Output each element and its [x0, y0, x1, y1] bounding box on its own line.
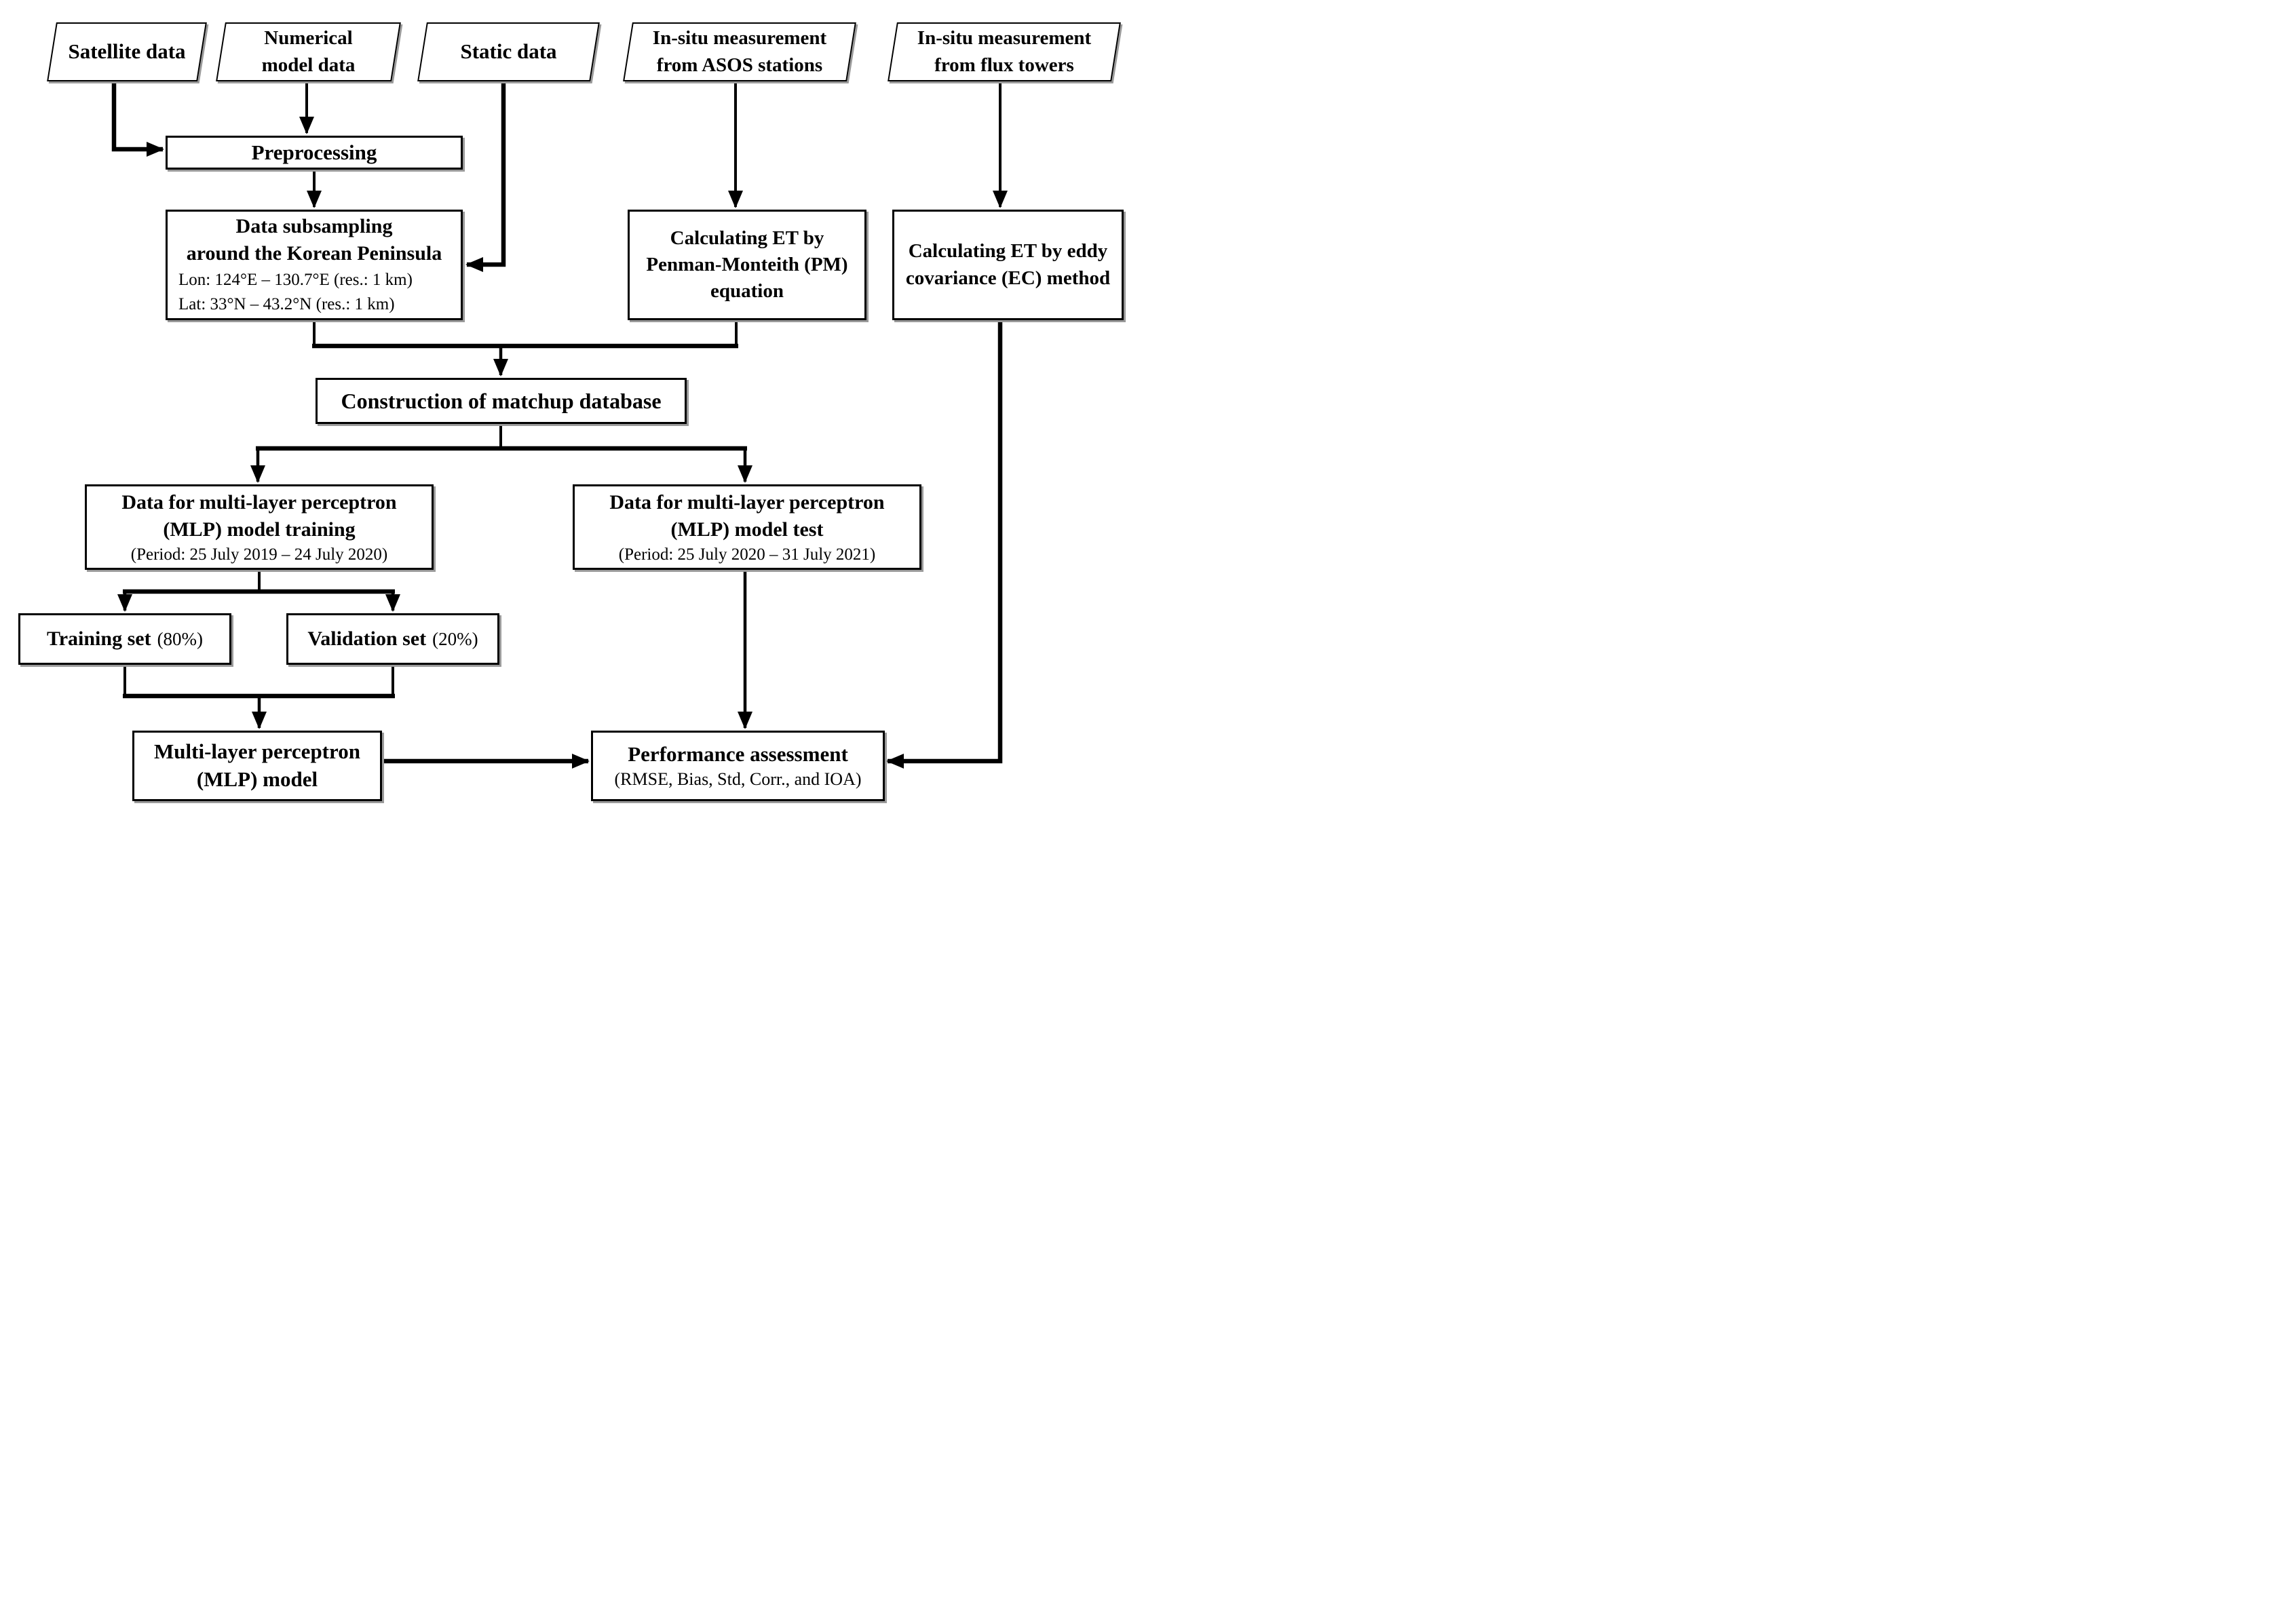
subsampling-title-line2: around the Korean Peninsula	[186, 242, 442, 265]
flux-label-line2: from flux towers	[934, 54, 1074, 76]
numerical-model-label-line1: Numerical	[264, 27, 353, 50]
satellite-data-label: Satellite data	[68, 39, 186, 64]
mlp-test-data-period: (Period: 25 July 2020 – 31 July 2021)	[618, 545, 876, 564]
node-asos-measurement: In-situ measurement from ASOS stations	[623, 22, 856, 81]
flux-label-line1: In-situ measurement	[917, 27, 1092, 50]
matchup-label: Construction of matchup database	[341, 388, 662, 413]
node-pm-equation: Calculating ET by Penman-Monteith (PM) e…	[628, 210, 866, 320]
static-data-label: Static data	[460, 39, 557, 64]
connector-layer	[111, 81, 1008, 769]
mlp-test-data-title-line2: (MLP) model test	[670, 518, 824, 541]
mlp-training-data-title-line1: Data for multi-layer perceptron	[121, 490, 397, 514]
mlp-test-data-title-line1: Data for multi-layer perceptron	[609, 490, 885, 514]
node-satellite-data: Satellite data	[47, 22, 207, 81]
pm-label-line2: Penman-Monteith (PM)	[646, 253, 848, 275]
flowchart-canvas: Satellite data Numerical model data Stat…	[0, 0, 1134, 812]
node-training-set: Training set (80%)	[18, 613, 231, 665]
arrow-static-to-subsampling	[465, 81, 506, 272]
node-numerical-model-data: Numerical model data	[216, 22, 401, 81]
subsampling-lon-range: Lon: 124°E – 130.7°E (res.: 1 km)	[178, 270, 413, 289]
node-ec-method: Calculating ET by eddy covariance (EC) m…	[892, 210, 1124, 320]
mlp-training-data-title-line2: (MLP) model training	[163, 518, 356, 541]
training-set-label: Training set	[46, 627, 151, 650]
node-mlp-model: Multi-layer perceptron (MLP) model	[132, 731, 382, 801]
numerical-model-label-line2: model data	[261, 54, 356, 76]
subsampling-title-line1: Data subsampling	[235, 214, 393, 237]
node-flux-tower-measurement: In-situ measurement from flux towers	[888, 22, 1121, 81]
node-data-subsampling: Data subsampling around the Korean Penin…	[166, 210, 463, 320]
mlp-model-label-line2: (MLP) model	[196, 767, 318, 791]
node-static-data: Static data	[417, 22, 600, 81]
preprocessing-label: Preprocessing	[251, 140, 377, 164]
performance-title: Performance assessment	[628, 742, 848, 767]
node-mlp-test-data: Data for multi-layer perceptron (MLP) mo…	[573, 484, 921, 570]
mlp-model-label-line1: Multi-layer perceptron	[154, 739, 360, 764]
asos-label-line1: In-situ measurement	[652, 27, 827, 50]
node-validation-set: Validation set (20%)	[286, 613, 499, 665]
performance-metrics: (RMSE, Bias, Std, Corr., and IOA)	[614, 769, 862, 790]
ec-label-line1: Calculating ET by eddy	[908, 240, 1108, 263]
arrow-satellite-to-preprocessing	[111, 81, 164, 157]
node-performance-assessment: Performance assessment (RMSE, Bias, Std,…	[591, 731, 885, 801]
validation-set-label: Validation set	[307, 627, 427, 650]
mlp-training-data-period: (Period: 25 July 2019 – 24 July 2020)	[130, 545, 388, 564]
ec-label-line2: covariance (EC) method	[905, 267, 1111, 289]
arrow-ec-to-performance	[886, 320, 1003, 769]
pm-label-line1: Calculating ET by	[670, 227, 824, 249]
node-preprocessing: Preprocessing	[166, 136, 463, 170]
node-mlp-training-data: Data for multi-layer perceptron (MLP) mo…	[85, 484, 434, 570]
training-set-share: (80%)	[157, 628, 204, 649]
asos-label-line2: from ASOS stations	[656, 54, 823, 76]
node-matchup-database: Construction of matchup database	[316, 378, 687, 424]
validation-set-share: (20%)	[432, 628, 478, 649]
subsampling-lat-range: Lat: 33°N – 43.2°N (res.: 1 km)	[178, 295, 395, 313]
pm-label-line3: equation	[710, 280, 784, 303]
